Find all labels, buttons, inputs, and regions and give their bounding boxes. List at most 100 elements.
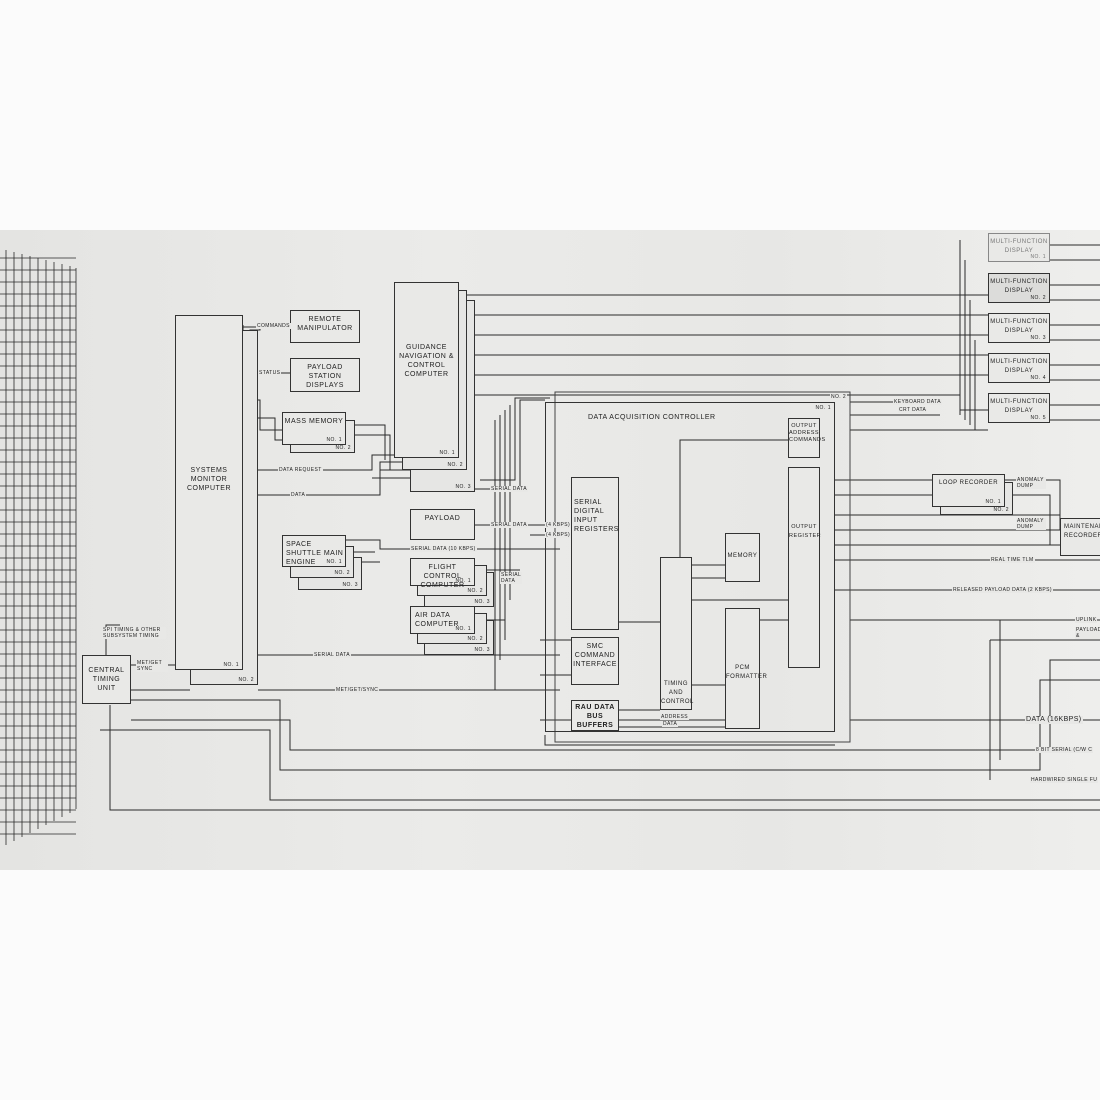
block-label: MULTI-FUNCTION DISPLAY xyxy=(990,319,1048,334)
maintenance-recorder: MAINTENANCE RECORDER xyxy=(1060,518,1100,556)
signal-label: HARDWIRED SINGLE FU xyxy=(1030,777,1099,783)
unit-number: NO. 1 xyxy=(985,499,1001,505)
central-timing-unit: CENTRAL TIMING UNIT xyxy=(82,655,131,704)
rau-data-bus-buffers: RAU DATA BUS BUFFERS xyxy=(571,700,619,731)
signal-label: MET/GET SYNC xyxy=(136,660,168,672)
unit-number: NO. 3 xyxy=(342,582,358,588)
signal-label: DATA REQUEST xyxy=(278,467,323,473)
remote-manipulator: REMOTE MANIPULATOR xyxy=(290,310,360,343)
block-label: SMC COMMAND INTERFACE xyxy=(573,643,617,668)
unit-number: NO. 1 xyxy=(439,450,455,456)
signal-label: PAYLOAD & ANTENNA xyxy=(1075,627,1100,639)
unit-number: NO. 1 xyxy=(815,405,831,411)
signal-label: ANOMALY DUMP xyxy=(1016,518,1046,530)
block-label: AIR DATA COMPUTER xyxy=(415,612,460,628)
block-label: MAINTENANCE RECORDER xyxy=(1064,524,1100,539)
unit-number: NO. 1 xyxy=(326,437,342,443)
block-label: TIMING AND CONTROL xyxy=(661,681,694,705)
unit-number: NO. 1 xyxy=(1030,254,1046,260)
unit-number: NO. 3 xyxy=(474,599,490,605)
unit-number: NO. 2 xyxy=(334,570,350,576)
unit-number: NO. 3 xyxy=(1030,335,1046,341)
block-label: SPACE SHUTTLE MAIN ENGINE xyxy=(286,541,344,566)
unit-number: NO. 2 xyxy=(467,588,483,594)
signal-label: (4 KBPS) xyxy=(545,532,572,538)
smc-command-interface: SMC COMMAND INTERFACE xyxy=(571,637,619,685)
unit-number: NO. 2 xyxy=(830,394,848,400)
block-label: DATA ACQUISITION CONTROLLER xyxy=(588,414,716,421)
signal-label: (4 KBPS) xyxy=(545,522,572,528)
unit-number: NO. 2 xyxy=(1030,295,1046,301)
block-label: MULTI-FUNCTION DISPLAY xyxy=(990,399,1048,414)
block-label: MULTI-FUNCTION DISPLAY xyxy=(990,239,1048,254)
signal-label: ANOMALY DUMP xyxy=(1016,477,1046,489)
signal-label: REAL TIME TLM xyxy=(990,557,1035,563)
output-address-commands: OUTPUT ADDRESS COMMANDS xyxy=(788,418,825,458)
signal-label: MET/GET/SYNC xyxy=(335,687,380,693)
signal-label: 8 BIT SERIAL (C/W C xyxy=(1035,747,1094,753)
block-label: FLIGHT CONTROL COMPUTER xyxy=(420,564,465,589)
unit-number: NO. 3 xyxy=(474,647,490,653)
unit-number: NO. 1 xyxy=(455,626,471,632)
signal-label: KEYBOARD DATA xyxy=(893,399,942,405)
block-label: OUTPUT ADDRESS COMMANDS xyxy=(789,423,826,443)
unit-number: NO. 5 xyxy=(1030,415,1046,421)
signal-label: SERIAL DATA (10 KBPS) xyxy=(410,546,477,552)
signal-label: SERIAL DATA xyxy=(490,486,528,492)
serial-digital-input-registers: SERIAL DIGITAL INPUT REGISTERS xyxy=(571,477,619,630)
block-label: MULTI-FUNCTION DISPLAY xyxy=(990,279,1048,294)
signal-label: DATA xyxy=(662,721,679,727)
signal-label: SERIAL DATA xyxy=(490,522,528,528)
block-label: PCM FORMATTER xyxy=(726,665,768,680)
block-label: OUTPUT REGISTER xyxy=(789,524,822,539)
signal-label: COMMANDS xyxy=(256,323,291,329)
block-label: REMOTE MANIPULATOR xyxy=(297,316,353,332)
signal-label: SPI TIMING & OTHER SUBSYSTEM TIMING xyxy=(102,627,166,639)
unit-number: NO. 2 xyxy=(238,677,254,683)
block-label: LOOP RECORDER xyxy=(938,480,999,486)
unit-number: NO. 2 xyxy=(467,636,483,642)
block-label: GUIDANCE NAVIGATION & CONTROL COMPUTER xyxy=(399,344,454,378)
unit-number: NO. 4 xyxy=(1030,375,1046,381)
signal-label: DATA xyxy=(290,492,307,498)
data-acquisition-controller: DATA ACQUISITION CONTROLLER NO. 1 xyxy=(545,402,835,732)
block-label: MASS MEMORY xyxy=(284,418,344,425)
unit-number: NO. 1 xyxy=(223,662,239,668)
signal-label: STATUS xyxy=(258,370,282,376)
block-label: PAYLOAD STATION DISPLAYS xyxy=(306,364,344,389)
unit-number: NO. 2 xyxy=(447,462,463,468)
pcm-formatter: PCM FORMATTER xyxy=(725,608,767,729)
payload-station-displays: PAYLOAD STATION DISPLAYS xyxy=(290,358,360,392)
block-label: PAYLOAD xyxy=(424,515,461,522)
block-label: MULTI-FUNCTION DISPLAY xyxy=(990,359,1048,374)
left-bus-lines xyxy=(0,250,77,845)
signal-label: SERIAL DATA xyxy=(500,572,522,584)
unit-number: NO. 2 xyxy=(335,445,351,451)
block-label: SERIAL DIGITAL INPUT REGISTERS xyxy=(574,499,619,533)
signal-label: CRT DATA xyxy=(898,407,928,413)
block-label: CENTRAL TIMING UNIT xyxy=(88,667,125,692)
bus-line xyxy=(0,250,77,845)
payload: PAYLOAD xyxy=(410,509,475,540)
block-label: RAU DATA BUS BUFFERS xyxy=(575,704,615,729)
gnc-computer: GUIDANCE NAVIGATION & CONTROL COMPUTER NO… xyxy=(394,282,459,458)
block-label: MEMORY xyxy=(727,553,758,559)
unit-number: NO. 3 xyxy=(455,484,471,490)
timing-and-control: TIMING AND CONTROL xyxy=(660,557,694,710)
unit-number: NO. 2 xyxy=(993,507,1009,513)
mass-memory: MASS MEMORY NO. 1 xyxy=(282,412,346,445)
output-register: OUTPUT REGISTER xyxy=(788,467,822,668)
loop-recorder: LOOP RECORDER NO. 1 xyxy=(932,474,1005,507)
memory: MEMORY xyxy=(725,533,760,582)
signal-label: RELEASED PAYLOAD DATA (2 KBPS) xyxy=(952,587,1053,593)
